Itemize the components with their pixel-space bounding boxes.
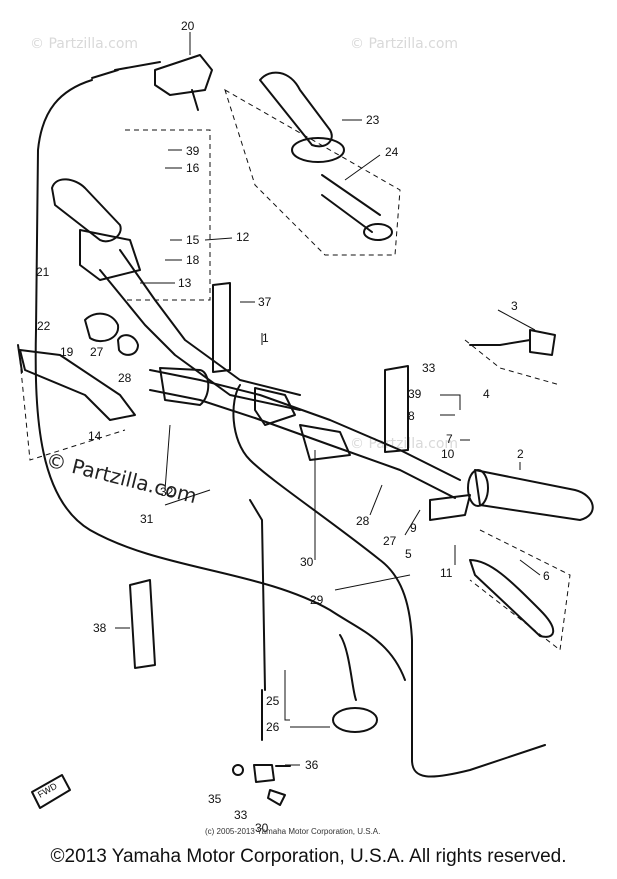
callout-label: 15 bbox=[186, 233, 200, 247]
fwd-label: FWD bbox=[36, 781, 59, 800]
callout-label: 11 bbox=[440, 566, 453, 580]
callout-label: 14 bbox=[88, 429, 102, 443]
cables bbox=[232, 384, 546, 778]
callout-label: 39 bbox=[408, 387, 422, 401]
callout-label: 26 bbox=[266, 720, 280, 734]
callout-label: 30 bbox=[300, 555, 314, 569]
brake-lever bbox=[469, 529, 571, 651]
callout-label: 37 bbox=[258, 295, 272, 309]
cable-strap bbox=[129, 282, 409, 669]
callout-label: 33 bbox=[234, 808, 248, 822]
callout-label: 30 bbox=[255, 821, 269, 835]
callout-label: 2 bbox=[517, 447, 524, 461]
callout-label: 28 bbox=[356, 514, 370, 528]
callout-label: 16 bbox=[186, 161, 200, 175]
callout-label: 8 bbox=[408, 409, 415, 423]
callout-label: 31 bbox=[140, 512, 154, 526]
throttle-cable bbox=[34, 79, 406, 681]
callout-label: 32 bbox=[160, 485, 174, 499]
watermark: © Partzilla.com bbox=[30, 36, 138, 52]
clutch-lever bbox=[17, 344, 136, 461]
right-grip bbox=[429, 469, 594, 521]
callout-label: 19 bbox=[60, 345, 74, 359]
callout-label: 9 bbox=[410, 521, 417, 535]
callout-label: 3 bbox=[511, 299, 518, 313]
callout-label: 18 bbox=[186, 253, 200, 267]
inner-copyright: (c) 2005-2013 Yamaha Motor Corporation, … bbox=[205, 827, 380, 836]
callout-label: 13 bbox=[178, 276, 192, 290]
callout-label: 38 bbox=[93, 621, 107, 635]
callout-label: 23 bbox=[366, 113, 380, 127]
callout-label: 28 bbox=[118, 371, 132, 385]
callout-label: 29 bbox=[310, 593, 324, 607]
small-fittings bbox=[232, 764, 291, 806]
callout-label: 20 bbox=[181, 19, 195, 33]
mirror-mount bbox=[84, 312, 139, 356]
callout-label: 4 bbox=[483, 387, 490, 401]
throttle-housing bbox=[91, 54, 213, 111]
callout-label: 24 bbox=[385, 145, 399, 159]
fwd-arrow-icon: FWD bbox=[31, 774, 71, 809]
handlebar bbox=[149, 367, 461, 499]
leader-lines bbox=[115, 32, 541, 766]
watermark: © Partzilla.com bbox=[350, 36, 458, 52]
callout-label: 25 bbox=[266, 694, 280, 708]
callout-label: 36 bbox=[305, 758, 319, 772]
callout-label: 7 bbox=[446, 432, 453, 446]
callout-label: 33 bbox=[422, 361, 436, 375]
callout-label: 5 bbox=[405, 547, 412, 561]
callout-label: 39 bbox=[186, 144, 200, 158]
callouts: 20 39 16 23 24 15 12 18 13 21 37 22 19 2… bbox=[36, 19, 550, 835]
grip-inset bbox=[224, 71, 401, 256]
callout-label: 21 bbox=[36, 265, 50, 279]
watermark: © Partzilla.com bbox=[44, 448, 200, 509]
callout-label: 12 bbox=[236, 230, 250, 244]
switch-3 bbox=[464, 329, 561, 386]
callout-label: 10 bbox=[441, 447, 455, 461]
callout-label: 6 bbox=[543, 569, 550, 583]
callout-label: 1 bbox=[262, 331, 269, 345]
callout-label: 27 bbox=[90, 345, 104, 359]
callout-label: 27 bbox=[383, 534, 397, 548]
copyright-footer: ©2013 Yamaha Motor Corporation, U.S.A. A… bbox=[50, 846, 567, 867]
callout-label: 35 bbox=[208, 792, 222, 806]
callout-label: 22 bbox=[37, 319, 51, 333]
